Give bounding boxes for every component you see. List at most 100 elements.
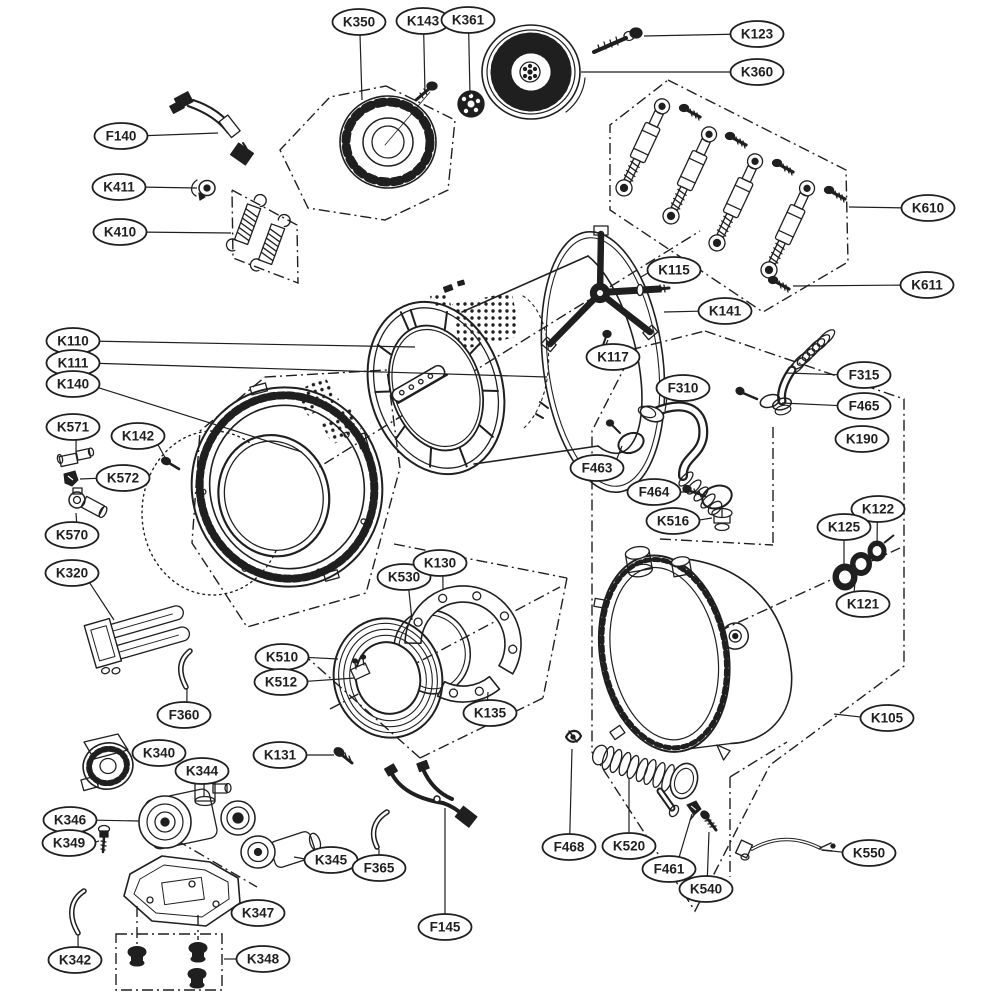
part-callout-F464: F464 <box>626 478 699 506</box>
flanges-k130-k135 <box>404 585 522 703</box>
part-label-text: F310 <box>668 381 699 396</box>
part-callout-F360: F360 <box>156 687 212 729</box>
clamp-f463 <box>605 419 645 455</box>
rotor-k360 <box>481 24 586 120</box>
leader-line <box>781 402 839 407</box>
part-label-text: K344 <box>186 764 219 779</box>
part-callout-K516: K516 <box>645 507 713 535</box>
part-callout-K141: K141 <box>663 297 753 325</box>
part-label-bubble <box>351 854 407 882</box>
part-label-bubble <box>91 173 147 201</box>
part-label-text: F315 <box>849 368 880 383</box>
part-label-bubble <box>331 8 387 36</box>
part-label-text: K571 <box>57 420 90 435</box>
part-callout-K131: K131 <box>252 741 334 769</box>
fitting-k571 <box>56 447 95 468</box>
leader-line <box>792 284 902 287</box>
drum-k110-k111 <box>366 255 643 476</box>
part-callout-K130: K130 <box>412 549 468 591</box>
part-callout-K122: K122 <box>850 495 906 547</box>
leader-line <box>833 713 862 718</box>
part-callout-K520: K520 <box>601 778 657 860</box>
part-label-text: F468 <box>554 840 585 855</box>
spider-k115 <box>540 225 671 353</box>
part-k512 <box>349 654 371 681</box>
front-tub-k140 <box>141 376 384 596</box>
part-label-text: F464 <box>639 485 670 500</box>
part-label-bubble <box>900 194 956 222</box>
part-callout-K611: K611 <box>792 271 955 299</box>
part-label-text: K190 <box>846 432 878 447</box>
part-label-bubble <box>729 58 785 86</box>
part-callout-K125: K125 <box>816 513 872 566</box>
part-label-text: K512 <box>265 675 297 690</box>
part-label-text: K342 <box>59 953 91 968</box>
clamp-k411 <box>190 179 216 201</box>
part-label-bubble <box>235 945 291 973</box>
part-label-text: K346 <box>54 813 87 828</box>
leader-line <box>98 362 548 378</box>
part-label-text: K411 <box>103 180 135 195</box>
part-label-text: K340 <box>143 746 175 761</box>
part-label-bubble <box>655 374 711 402</box>
part-label-bubble <box>641 855 697 883</box>
leader-line <box>848 206 903 209</box>
part-label-bubble <box>645 507 701 535</box>
part-label-bubble <box>585 343 641 371</box>
part-label-bubble <box>95 464 151 492</box>
leader-line <box>293 856 306 860</box>
part-label-bubble <box>899 271 955 299</box>
part-label-text: K141 <box>709 304 742 319</box>
part-label-text: F365 <box>364 861 395 876</box>
part-label-text: K115 <box>658 263 690 278</box>
leader-line <box>615 445 623 460</box>
part-callout-F310: F310 <box>655 374 711 412</box>
part-label-bubble <box>678 875 734 903</box>
part-label-text: K410 <box>104 225 136 240</box>
feet-k348 <box>127 942 208 989</box>
part-label-bubble <box>93 122 149 150</box>
part-callout-K512: K512 <box>253 668 356 696</box>
part-label-bubble <box>859 704 915 732</box>
part-label-bubble <box>816 513 872 541</box>
part-label-bubble <box>462 699 518 727</box>
leader-line <box>785 372 839 376</box>
leader-line <box>853 581 856 593</box>
part-label-text: K572 <box>107 471 139 486</box>
part-label-text: K105 <box>871 711 904 726</box>
part-label-bubble <box>836 392 892 420</box>
part-callout-K123: K123 <box>643 20 785 48</box>
hose-k342 <box>69 888 87 936</box>
part-callout-K349: K349 <box>41 829 100 857</box>
hose-f360 <box>178 648 193 690</box>
part-label-bubble <box>131 739 187 767</box>
part-callout-F315: F315 <box>785 361 892 389</box>
rotor-hub-k361 <box>457 90 485 118</box>
part-callout-K411: K411 <box>91 173 198 201</box>
feet-boundary <box>115 933 223 991</box>
leader-line <box>663 310 700 313</box>
bolt-k143 <box>414 81 438 102</box>
part-callout-K105: K105 <box>833 704 915 732</box>
part-callout-F365: F365 <box>351 849 407 882</box>
part-callout-K350: K350 <box>331 8 387 101</box>
leader-line <box>98 340 416 348</box>
part-label-text: F465 <box>849 399 880 414</box>
part-label-bubble <box>601 832 657 860</box>
part-label-text: K550 <box>853 846 885 861</box>
part-callout-K540: K540 <box>678 831 734 903</box>
part-label-text: K121 <box>847 597 880 612</box>
part-label-bubble <box>646 256 702 284</box>
fitting-k570 <box>68 487 108 519</box>
springs-boundary <box>231 188 299 285</box>
leader-line <box>468 32 471 96</box>
part-callout-K346: K346 <box>42 806 140 834</box>
part-callout-K572: K572 <box>79 464 151 492</box>
hose-f365 <box>370 809 390 850</box>
part-callout-K135: K135 <box>462 691 518 727</box>
part-label-text: K110 <box>57 334 89 349</box>
clip-f461 <box>686 800 702 821</box>
part-callout-F463: F463 <box>569 445 625 482</box>
filter-k346 <box>138 788 218 850</box>
part-label-bubble <box>835 590 891 618</box>
